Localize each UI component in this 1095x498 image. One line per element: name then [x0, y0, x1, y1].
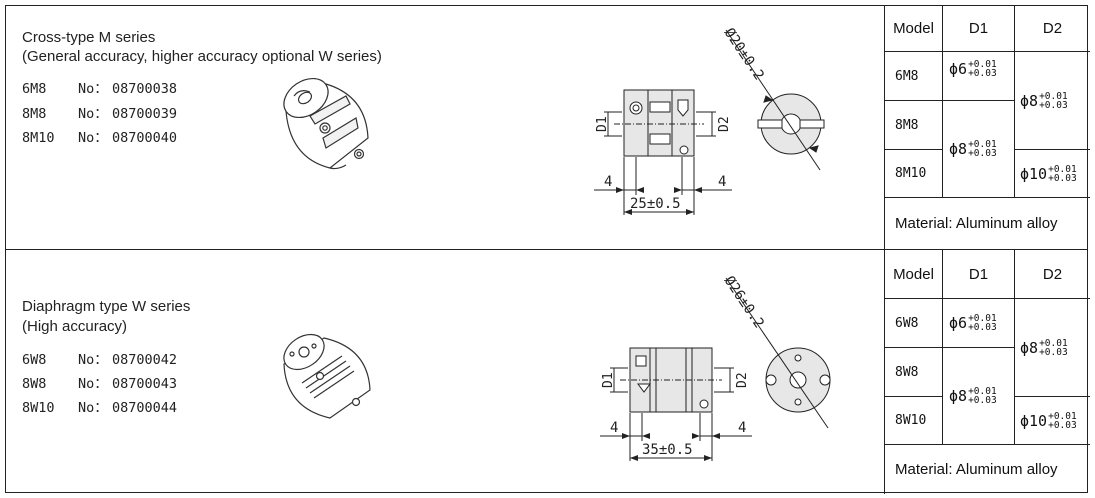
part-row: 6M8 No：08700038 — [22, 77, 177, 97]
part-no-label: No： — [78, 376, 108, 392]
table-model-cell: 8M8 — [885, 101, 943, 150]
section-m-series: Cross-type M series (General accuracy, h… — [6, 6, 884, 249]
d2-tolerance-cell: ϕ8+0.01+0.03 — [1015, 52, 1090, 150]
length-dimension: 25±0.5 — [630, 196, 681, 212]
table-model-cell: 8W10 — [885, 397, 943, 445]
part-no-label: No： — [78, 400, 108, 416]
d2-tolerance-cell: ϕ8+0.01+0.03 — [1015, 299, 1090, 397]
d1-label: D1 — [601, 372, 616, 388]
spec-table-w: Model D1 D2 6W8 8W8 8W10 ϕ6+0.01+0.03 ϕ8… — [884, 250, 1090, 494]
part-model: 8W8 — [22, 376, 47, 392]
part-number: 08700039 — [112, 106, 178, 122]
d2-upper-tol: +0.01 — [1048, 410, 1077, 422]
d1-diameter: ϕ6 — [949, 60, 968, 78]
d2-tolerance-cell: ϕ10+0.01+0.03 — [1015, 150, 1090, 198]
coupling-w-illustration — [283, 333, 371, 419]
d1-lower-tol: +0.03 — [968, 322, 997, 333]
material-note: Material: Aluminum alloy — [895, 461, 1058, 478]
part-model: 8M10 — [22, 130, 55, 146]
outer-diameter-dimension: Ø20±0.2 — [721, 25, 767, 83]
d1-label: D1 — [595, 116, 610, 132]
d1-tolerance-cell: ϕ8+0.01+0.03 — [943, 101, 1015, 198]
spec-sheet: Cross-type M series (General accuracy, h… — [5, 5, 1090, 494]
left-gap-label: 4 — [604, 174, 612, 190]
part-model: 8M8 — [22, 106, 47, 122]
d2-diameter: ϕ8 — [1020, 91, 1039, 110]
table-model-cell: 6M8 — [885, 52, 943, 101]
coupling-m-drawing: 4 4 25±0.5 D1 D2 Ø20±0.2 — [594, 25, 825, 215]
section-w-series: Diaphragm type W series (High accuracy) … — [6, 250, 884, 494]
section-title: Diaphragm type W series — [22, 298, 191, 315]
part-row: 8M8 No：08700039 — [22, 102, 177, 122]
d1-tolerance-cell: ϕ6+0.01+0.03 — [943, 52, 1015, 101]
material-note: Material: Aluminum alloy — [895, 215, 1058, 232]
header-model: Model — [885, 250, 943, 299]
header-d1: D1 — [943, 6, 1015, 52]
header-model: Model — [885, 6, 943, 52]
d2-label: D2 — [735, 372, 750, 388]
d1-diameter: ϕ8 — [949, 140, 968, 158]
table-model-cell: 8M10 — [885, 150, 943, 198]
d2-lower-tol: +0.03 — [1039, 346, 1068, 358]
spec-table-m: Model D1 D2 6M8 8M8 8M10 ϕ6+0.01+0.03 ϕ8… — [884, 6, 1090, 249]
section-subtitle: (General accuracy, higher accuracy optio… — [22, 48, 382, 65]
d2-lower-tol: +0.03 — [1039, 99, 1068, 111]
d2-upper-tol: +0.01 — [1039, 90, 1068, 102]
d1-lower-tol: +0.03 — [968, 68, 997, 79]
part-model: 6W8 — [22, 352, 47, 368]
section-divider — [6, 249, 1087, 250]
d2-upper-tol: +0.01 — [1048, 163, 1077, 175]
outer-diameter-dimension: Ø26±0.2 — [721, 273, 767, 331]
d1-tolerance-cell: ϕ6+0.01+0.03 — [943, 299, 1015, 348]
d2-label: D2 — [717, 116, 732, 132]
part-row: 8W10 No：08700044 — [22, 396, 177, 416]
d2-upper-tol: +0.01 — [1039, 337, 1068, 349]
d1-tolerance-cell: ϕ8+0.01+0.03 — [943, 348, 1015, 445]
d2-tolerance-cell: ϕ10+0.01+0.03 — [1015, 397, 1090, 445]
d1-lower-tol: +0.03 — [968, 148, 997, 159]
coupling-w-drawing: 4 4 35±0.5 D1 D2 Ø26±0.2 — [600, 273, 831, 461]
coupling-m-illustration — [283, 77, 369, 170]
part-model: 8W10 — [22, 400, 55, 416]
table-model-cell: 8W8 — [885, 348, 943, 397]
part-number: 08700042 — [112, 352, 178, 368]
header-d2: D2 — [1015, 250, 1090, 299]
header-d1: D1 — [943, 250, 1015, 299]
d1-upper-tol: +0.01 — [968, 386, 997, 397]
d2-diameter: ϕ10 — [1020, 164, 1048, 183]
d1-upper-tol: +0.01 — [968, 313, 997, 324]
part-number: 08700044 — [112, 400, 178, 416]
d2-lower-tol: +0.03 — [1048, 172, 1077, 184]
part-row: 6W8 No：08700042 — [22, 348, 177, 368]
d2-diameter: ϕ8 — [1020, 338, 1039, 357]
part-no-label: No： — [78, 130, 108, 146]
d1-upper-tol: +0.01 — [968, 139, 997, 150]
header-d2: D2 — [1015, 6, 1090, 52]
d1-diameter: ϕ8 — [949, 387, 968, 405]
section-subtitle: (High accuracy) — [22, 318, 128, 335]
right-gap-label: 4 — [738, 420, 746, 436]
section-title: Cross-type M series — [22, 29, 156, 46]
part-model: 6M8 — [22, 81, 47, 97]
part-row: 8M10 No：08700040 — [22, 126, 177, 146]
d2-diameter: ϕ10 — [1020, 411, 1048, 430]
part-row: 8W8 No：08700043 — [22, 372, 177, 392]
d1-upper-tol: +0.01 — [968, 59, 997, 70]
part-no-label: No： — [78, 352, 108, 368]
d2-lower-tol: +0.03 — [1048, 419, 1077, 431]
length-dimension: 35±0.5 — [642, 442, 693, 458]
left-gap-label: 4 — [610, 420, 618, 436]
part-number: 08700040 — [112, 130, 178, 146]
part-no-label: No： — [78, 106, 108, 122]
right-gap-label: 4 — [718, 174, 726, 190]
d1-diameter: ϕ6 — [949, 314, 968, 332]
part-number: 08700043 — [112, 376, 178, 392]
table-model-cell: 6W8 — [885, 299, 943, 348]
part-no-label: No： — [78, 81, 108, 97]
d1-lower-tol: +0.03 — [968, 395, 997, 406]
part-number: 08700038 — [112, 81, 178, 97]
